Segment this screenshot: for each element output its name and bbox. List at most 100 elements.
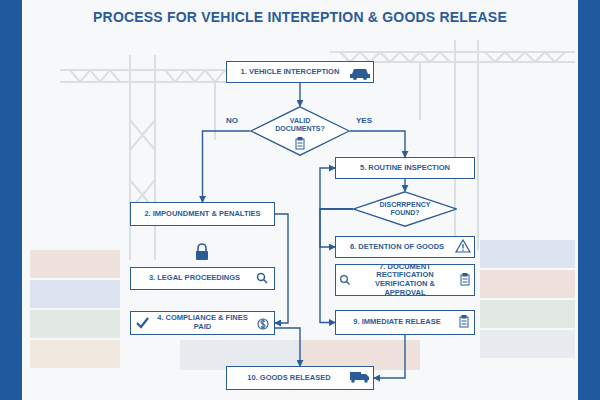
container-stacks (480, 240, 575, 268)
warning-icon (462, 250, 464, 252)
lock-icon (198, 244, 206, 251)
branch-label: YES (356, 116, 372, 125)
crane-silhouette (60, 40, 575, 260)
node-text: 5. ROUTINE INSPECTION (360, 164, 450, 173)
decision-diamond: DISCRRPENCY FOUND? (353, 191, 457, 227)
dollar-icon (262, 319, 263, 329)
node-text: VALID DOCUMENTS? (271, 117, 329, 133)
magnifier-icon (258, 274, 265, 281)
container-stacks (30, 340, 120, 368)
node-text: 3. LEGAL PROCEEDINGS (149, 274, 240, 283)
crane-silhouette (129, 55, 131, 260)
warning-icon (462, 244, 463, 249)
flow-connector (203, 131, 251, 202)
crane-silhouette (214, 82, 216, 140)
clipboard-icon (461, 274, 469, 286)
process-box: 4. COMPLIANCE & FINES PAID (130, 311, 275, 335)
magnifier-icon (264, 280, 268, 284)
process-box: 9. IMMEDIATE RELEASE (335, 310, 475, 335)
process-box: 1. VEHICLE INTERCEPTION (226, 61, 374, 83)
node-text: 2. IMPOUNDMENT & PENALTIES (144, 210, 260, 219)
side-bar (578, 0, 600, 400)
flow-connector (275, 328, 300, 366)
node-text: 1. VEHICLE INTERCEPTION (241, 68, 340, 77)
flow-connector (374, 335, 405, 378)
diamond-shape (251, 107, 349, 155)
magnifier-icon (341, 276, 350, 285)
branch-label: NO (226, 116, 238, 125)
flow-connector (299, 83, 300, 106)
diamond-text-area: DISCRRPENCY FOUND? (353, 191, 457, 227)
process-box: 10. GOODS RELEASED (226, 366, 374, 390)
container-stacks (480, 300, 575, 328)
truck-icon (350, 372, 369, 383)
magnifier-icon (346, 281, 349, 284)
clipboard-icon (296, 138, 304, 150)
container-stacks (480, 270, 575, 298)
truck-icon (350, 372, 361, 380)
car-icon (350, 69, 370, 80)
node-text: 7. DOCUMENT RECTIFICATION VERIFICATION &… (354, 263, 456, 298)
clipboard-icon (462, 324, 467, 325)
process-box: 5. ROUTINE INSPECTION (335, 157, 475, 179)
flow-connector (320, 209, 353, 247)
diamond-shape (354, 192, 456, 226)
node-text: 4. COMPLIANCE & FINES PAID (153, 314, 252, 331)
decision-diamond: VALID DOCUMENTS? (250, 106, 350, 156)
flow-connector (350, 131, 405, 157)
process-box: 6. DETENTION OF GOODS (335, 236, 475, 258)
crane-silhouette (454, 40, 456, 250)
container-stacks (30, 310, 120, 338)
car-icon (363, 76, 367, 80)
clipboard-icon (463, 282, 468, 283)
check-icon (137, 318, 148, 327)
node-text: 9. IMMEDIATE RELEASE (353, 318, 440, 327)
node-text: 6. DETENTION OF GOODS (350, 243, 444, 252)
truck-icon (361, 374, 369, 380)
node-text: DISCRRPENCY FOUND? (373, 201, 437, 217)
clipboard-icon (463, 279, 468, 280)
crane-silhouette (330, 51, 575, 53)
clipboard-icon (298, 138, 302, 141)
clipboard-icon (298, 143, 303, 144)
process-box: 7. DOCUMENT RECTIFICATION VERIFICATION &… (335, 264, 475, 296)
container-stacks (30, 280, 120, 308)
clipboard-icon (298, 146, 303, 147)
process-box: 2. IMPOUNDMENT & PENALTIES (130, 202, 275, 226)
car-icon (353, 76, 357, 80)
dollar-icon (258, 319, 268, 329)
flow-connector (320, 168, 353, 209)
magnifier-icon (341, 276, 348, 283)
crane-silhouette (130, 120, 155, 210)
warning-icon (456, 240, 470, 252)
truck-icon (364, 379, 368, 383)
clipboard-icon (462, 321, 467, 322)
clipboard-icon (460, 317, 468, 327)
side-bar (0, 0, 22, 400)
truck-icon (351, 379, 355, 383)
node-text: 10. GOODS RELEASED (247, 374, 330, 383)
clipboard-icon (463, 274, 467, 277)
process-box: 3. LEGAL PROCEEDINGS (130, 267, 275, 290)
diamond-text-area: VALID DOCUMENTS? (250, 106, 350, 156)
lock-icon (196, 251, 208, 260)
check-icon (137, 318, 148, 327)
container-stacks (480, 330, 575, 358)
dollar-icon (261, 321, 265, 328)
crane-silhouette (419, 62, 421, 120)
magnifier-icon (258, 274, 268, 284)
car-icon (350, 69, 370, 78)
dollar-icon (258, 319, 268, 329)
flow-connector (320, 209, 353, 323)
clipboard-icon (462, 316, 466, 319)
flow-connector (404, 179, 405, 191)
lock-icon (196, 244, 208, 260)
container-stacks (30, 250, 120, 278)
diagram-title: PROCESS FOR VEHICLE INTEREPTION & GOODS … (30, 9, 570, 25)
flow-connector (275, 214, 288, 323)
